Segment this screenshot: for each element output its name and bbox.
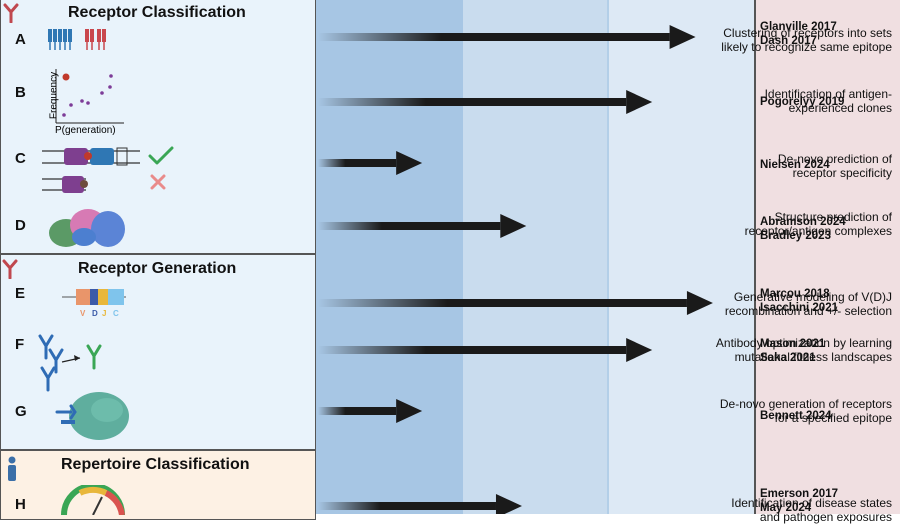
references-column (754, 0, 900, 514)
segment-label-j: J (102, 309, 107, 318)
arrow-row-d (318, 214, 527, 238)
generation-axis-label: P(generation) (55, 125, 116, 136)
antibody-optimization-icon (38, 334, 102, 392)
antibody-icon (2, 259, 18, 279)
row-letter-e: E (15, 285, 26, 302)
section-title-repertoire-classification: Repertoire Classification (61, 456, 250, 473)
arrow-row-f (318, 338, 653, 362)
vdj-segments-icon (62, 289, 126, 305)
row-letter-b: B (15, 84, 26, 101)
protein-complex-icon (49, 209, 125, 247)
arrow-row-b (318, 90, 653, 114)
panel-receptor-classification (0, 0, 316, 254)
frequency-scatter-icon (55, 69, 124, 124)
reference-g: Bennett 2024 (760, 410, 832, 422)
row-letter-c: C (15, 150, 26, 167)
segment-label-d: D (92, 309, 98, 318)
maturity-band-2 (463, 0, 609, 514)
section-title-receptor-generation: Receptor Generation (78, 260, 237, 277)
row-letter-g: G (15, 403, 27, 420)
receptor-pair-icon (42, 147, 140, 193)
cross-icon (150, 174, 166, 190)
maturity-band-3 (609, 0, 754, 514)
receptor-cluster-icon (48, 29, 106, 50)
section-title-receptor-classification: Receptor Classification (68, 4, 246, 21)
row-letter-f: F (15, 336, 25, 353)
epitope-binder-icon (55, 392, 129, 440)
gauge-icon (61, 485, 125, 515)
segment-label-c: C (113, 309, 119, 318)
arrow-row-a (318, 25, 696, 49)
row-description-b: Identification of antigen-experienced cl… (764, 87, 892, 115)
arrow-row-h (318, 494, 522, 514)
arrow-row-g (318, 399, 423, 423)
check-icon (148, 146, 174, 165)
person-icon (8, 456, 16, 481)
row-letter-h: H (15, 496, 26, 513)
reference-b: Pogorelyy 2019 (760, 96, 845, 108)
segment-label-v: V (80, 309, 86, 318)
maturity-band-1 (316, 0, 463, 514)
arrow-row-c (318, 151, 423, 175)
antibody-icon (3, 3, 19, 23)
arrow-row-e (318, 291, 713, 315)
row-letter-a: A (15, 31, 26, 48)
reference-c: Nielsen 2024 (760, 159, 830, 171)
row-letter-d: D (15, 217, 26, 234)
